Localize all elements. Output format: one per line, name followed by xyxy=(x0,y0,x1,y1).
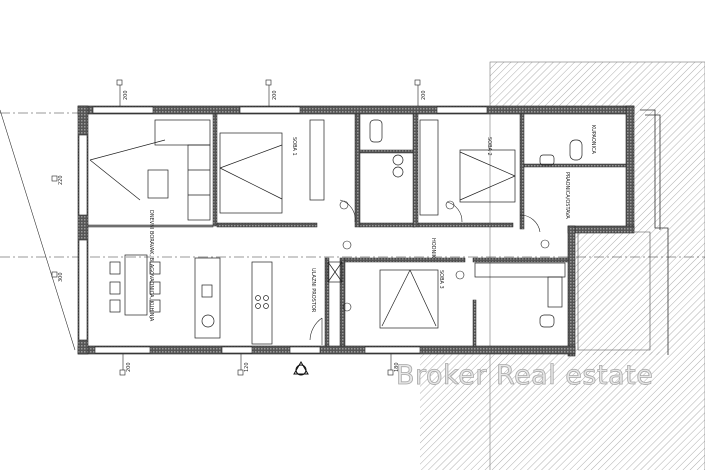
room-label-room1: SOBA 1 xyxy=(291,137,297,156)
room-label-room3: SOBA 3 xyxy=(438,270,444,289)
window-tag-7: 120 xyxy=(244,362,250,372)
window-tag-6: 300 xyxy=(58,272,64,282)
doors xyxy=(309,199,550,345)
window-tag-2: 200 xyxy=(272,90,278,100)
entrance-arrow-icon xyxy=(293,361,309,376)
construction-lines xyxy=(0,109,705,351)
room-label-hall: HODNIK xyxy=(430,238,436,259)
terrace-hatch xyxy=(420,61,705,470)
window-tag-5: 220 xyxy=(58,175,64,185)
room-label-entrance: ULAZNI PROSTOR xyxy=(310,268,316,313)
room-label-bath: KUPAONICA xyxy=(590,125,596,154)
window-tags xyxy=(51,79,421,376)
window-tag-8: 180 xyxy=(394,362,400,372)
furniture xyxy=(89,119,583,345)
window-tag-3: 200 xyxy=(421,90,427,100)
room-label-living: DNEVNI BORAVAK, BLAGOVAONICA, KUHINJA xyxy=(148,210,154,322)
interior-walls xyxy=(87,113,627,347)
room-label-room2: SOBA 2 xyxy=(486,137,492,156)
windows xyxy=(78,106,488,354)
room-label-laundry: PRAONICA/OSTAVA xyxy=(564,172,570,219)
window-tag-4: 200 xyxy=(126,362,132,372)
watermark: Broker Real estate xyxy=(396,360,654,392)
window-tag-1: 200 xyxy=(123,90,129,100)
